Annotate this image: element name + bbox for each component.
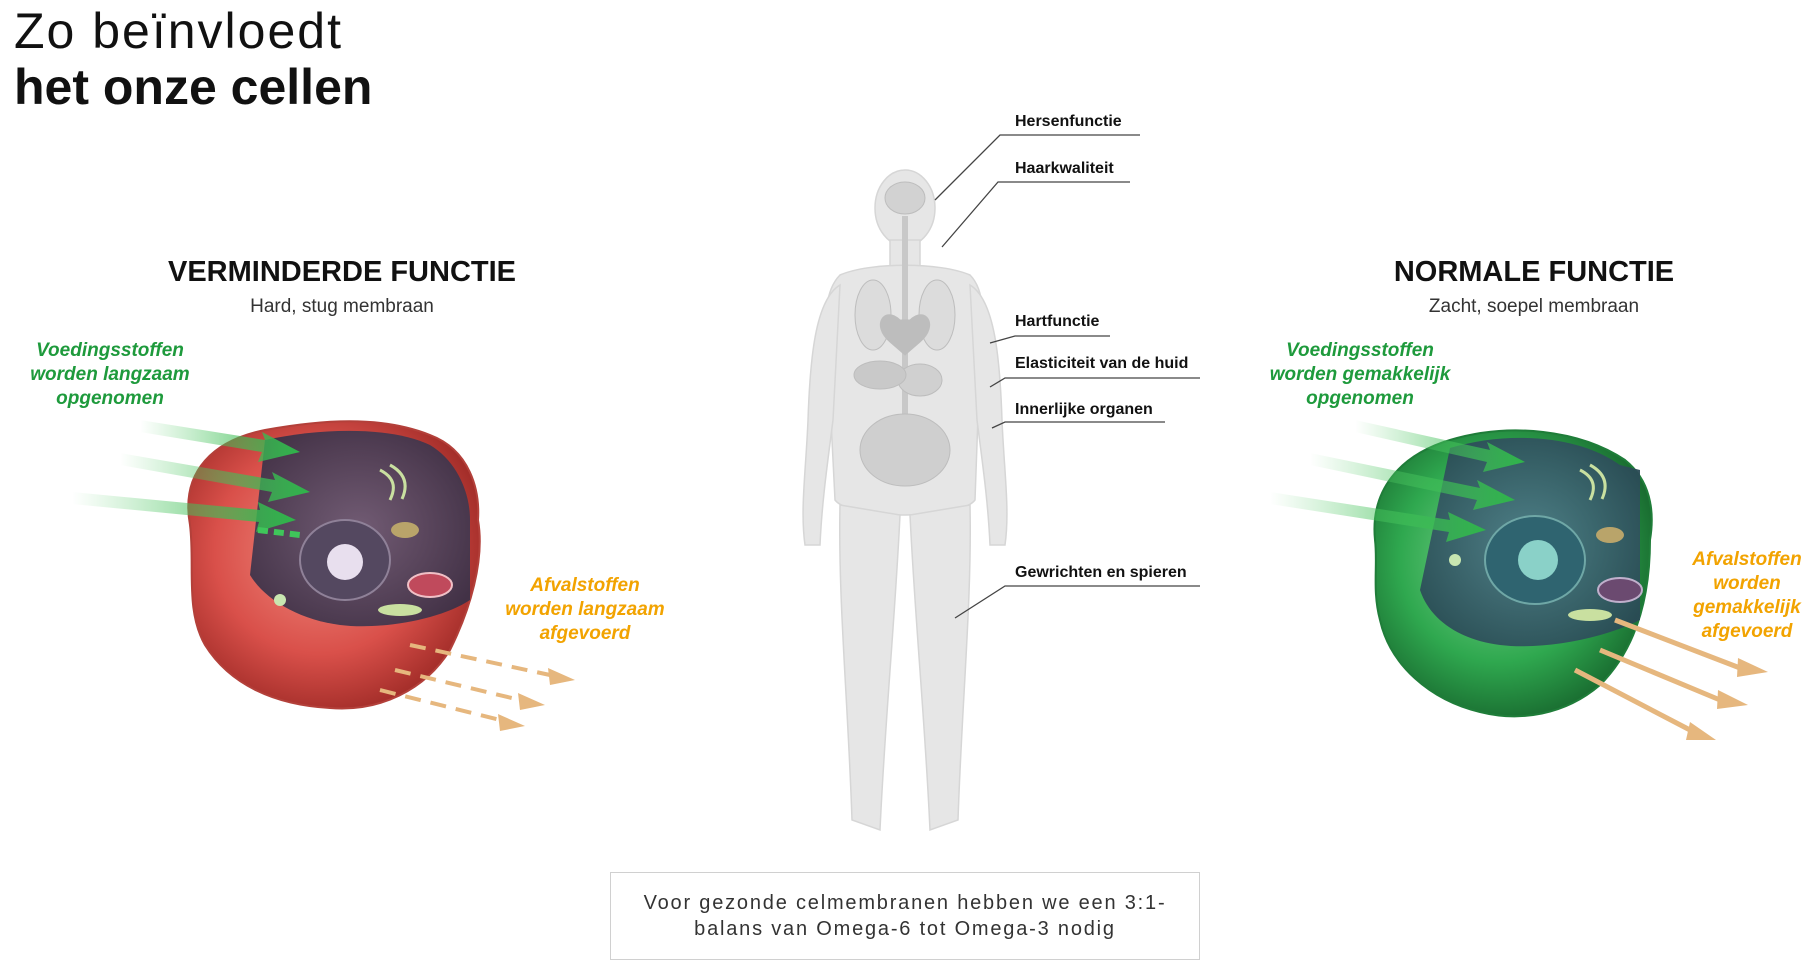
note-line: Voedingsstoffen <box>1286 340 1434 361</box>
leader-lines <box>934 134 1200 619</box>
note-line: afgevoerd <box>1701 621 1793 642</box>
left-cell-golgi <box>379 463 407 501</box>
label-heart-function: Hartfunctie <box>1015 313 1100 330</box>
right-waste-arrows <box>1573 617 1768 740</box>
right-cell-mitochondrion <box>1597 577 1643 603</box>
right-cell-organelle <box>1596 527 1624 543</box>
right-panel-subheading: Zacht, soepel membraan <box>1428 296 1640 317</box>
note-line: Voedingsstoffen <box>36 340 184 361</box>
note-line: gemakkelijk <box>1693 597 1801 618</box>
brain-icon <box>884 181 926 215</box>
page-title-line2: het onze cellen <box>14 59 373 115</box>
left-nutrient-arrows <box>72 420 310 538</box>
note-line: worden langzaam <box>30 364 190 385</box>
left-nutrients-note: Voedingsstoffen worden langzaam opgenome… <box>10 339 210 411</box>
note-line: opgenomen <box>1306 388 1414 409</box>
note-line: Afvalstoffen <box>1692 549 1802 570</box>
body-right-arm <box>969 283 1008 546</box>
note-line: worden gemakkelijk <box>1269 364 1451 385</box>
right-cell-golgi <box>1579 463 1607 501</box>
right-nutrient-arrows <box>1270 420 1525 542</box>
left-panel-subheading: Hard, stug membraan <box>250 296 434 317</box>
left-cell-organelle <box>391 522 419 538</box>
heart-icon <box>879 314 931 356</box>
intestines <box>859 413 951 487</box>
label-hair-quality: Haarkwaliteit <box>1015 160 1114 177</box>
note-line: Afvalstoffen <box>530 575 640 596</box>
label-joints-muscles: Gewrichten en spieren <box>1015 564 1187 581</box>
left-cell-nucleolus <box>327 544 363 580</box>
info-box-text: Voor gezonde celmembranen hebben we een … <box>643 892 1167 940</box>
right-cell-vesicle <box>1449 554 1461 566</box>
body-left-leg <box>839 504 901 832</box>
left-cell-mitochondrion <box>407 572 453 598</box>
note-line: worden <box>1713 573 1781 594</box>
left-cell-vesicle <box>274 594 286 606</box>
left-waste-arrows <box>379 643 575 731</box>
note-line: afgevoerd <box>539 623 631 644</box>
label-internal-organs: Innerlijke organen <box>1015 401 1153 418</box>
right-nutrients-note: Voedingsstoffen worden gemakkelijk opgen… <box>1245 339 1475 411</box>
left-panel-heading: VERMINDERDE FUNCTIE <box>167 256 516 288</box>
label-brain-function: Hersenfunctie <box>1015 113 1122 130</box>
liver <box>853 360 907 390</box>
right-cell <box>1373 429 1653 718</box>
body-left-arm <box>802 283 841 546</box>
right-cell-er <box>1568 609 1612 621</box>
page-title-line1: Zo beïnvloedt <box>14 3 343 59</box>
label-skin-elasticity: Elasticiteit van de huid <box>1015 355 1189 372</box>
right-panel-heading: NORMALE FUNCTIE <box>1393 256 1675 288</box>
right-waste-note: Afvalstoffen worden gemakkelijk afgevoer… <box>1680 548 1814 644</box>
note-line: worden langzaam <box>505 599 665 620</box>
body-organs <box>853 181 956 487</box>
right-cell-nucleolus <box>1518 540 1558 580</box>
left-waste-note: Afvalstoffen worden langzaam afgevoerd <box>485 574 685 646</box>
info-box: Voor gezonde celmembranen hebben we een … <box>610 872 1200 960</box>
body-right-leg <box>909 504 971 832</box>
left-cell-er <box>378 604 422 616</box>
note-line: opgenomen <box>56 388 164 409</box>
left-cell <box>187 420 481 710</box>
